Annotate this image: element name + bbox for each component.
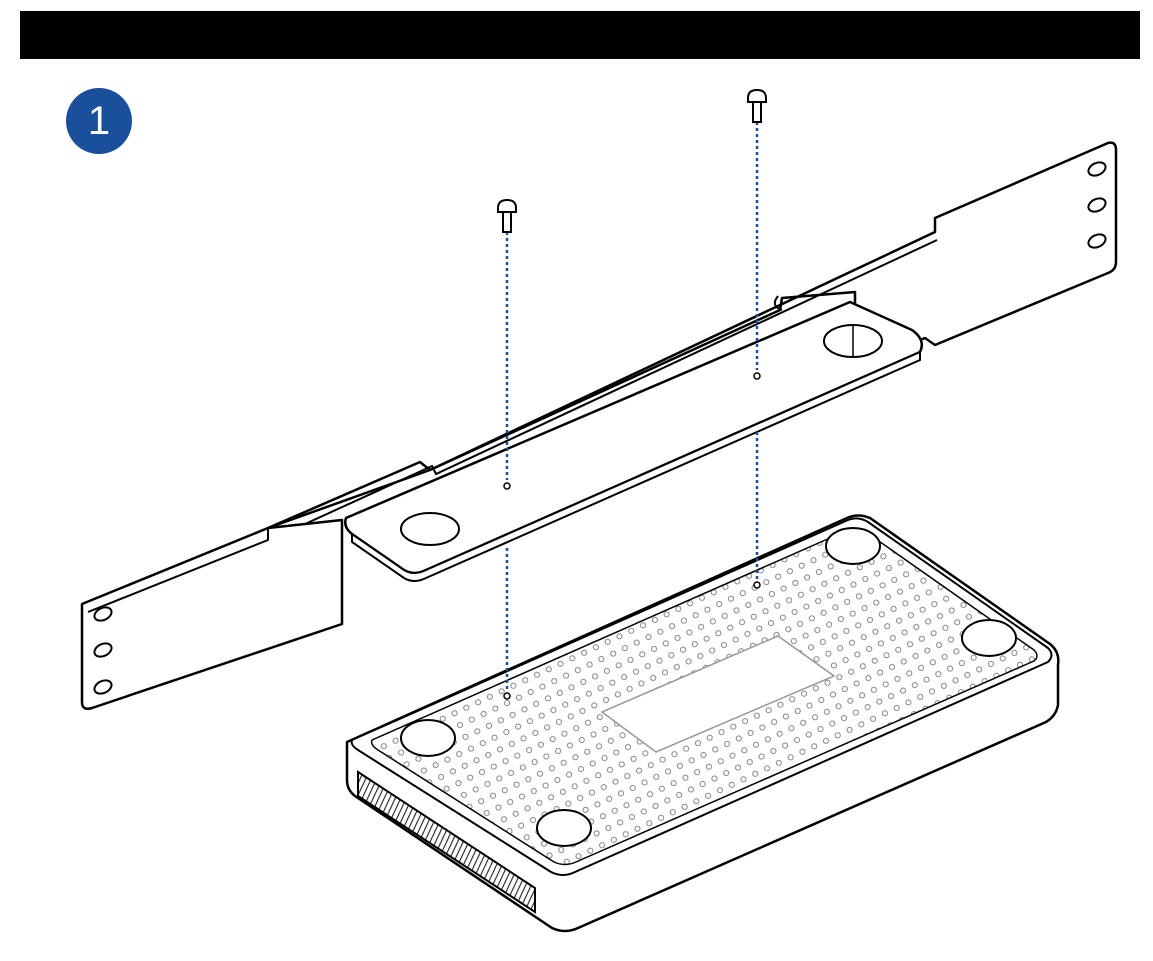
network-device xyxy=(347,516,1058,932)
bracket-plate-hole xyxy=(401,513,459,545)
device-foot xyxy=(401,720,455,756)
screw xyxy=(498,200,516,232)
screw xyxy=(748,90,766,122)
bracket-left-ear xyxy=(82,520,342,709)
device-foot xyxy=(826,528,880,564)
device-foot xyxy=(962,620,1016,656)
device-foot xyxy=(537,810,591,846)
